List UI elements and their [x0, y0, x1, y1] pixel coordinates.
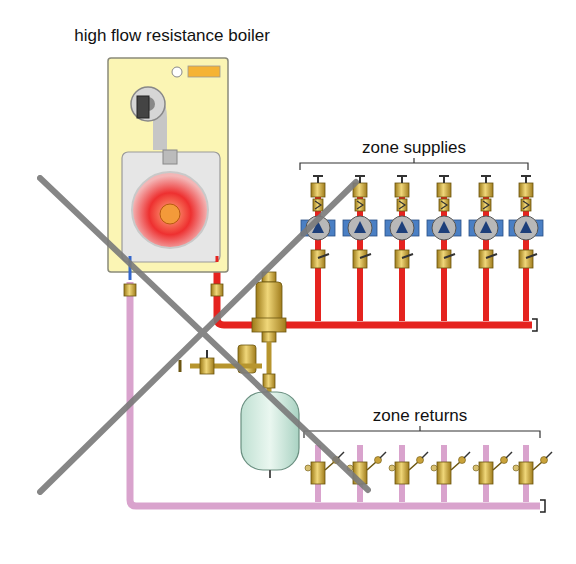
- zone-circulator: [427, 176, 461, 321]
- header-cap: [540, 500, 545, 512]
- header-cap: [532, 319, 537, 331]
- boiler-node: high flow resistance boiler: [108, 58, 228, 272]
- return-piping: [130, 282, 540, 506]
- zone-return-valve: [389, 445, 428, 502]
- zone-circulator: [385, 176, 419, 321]
- zone-return-valve: [473, 445, 512, 502]
- zone-return-valve: [513, 445, 552, 502]
- zone-label: zone returns: [373, 406, 468, 426]
- expansion-tank: [241, 392, 299, 478]
- bracket: [304, 426, 540, 438]
- zone-components: [301, 176, 552, 502]
- cross-out: [40, 178, 368, 492]
- zone-return-valve: [431, 445, 470, 502]
- bracket: [300, 158, 528, 170]
- zone-circulator: [509, 176, 543, 321]
- zone-label: zone supplies: [362, 138, 466, 158]
- zone-circulator: [469, 176, 503, 321]
- boiler-heading: high flow resistance boiler: [74, 26, 270, 46]
- zone-return-valve: [305, 445, 344, 502]
- zone-circulator: [301, 176, 335, 321]
- zone-circulator: [343, 176, 377, 321]
